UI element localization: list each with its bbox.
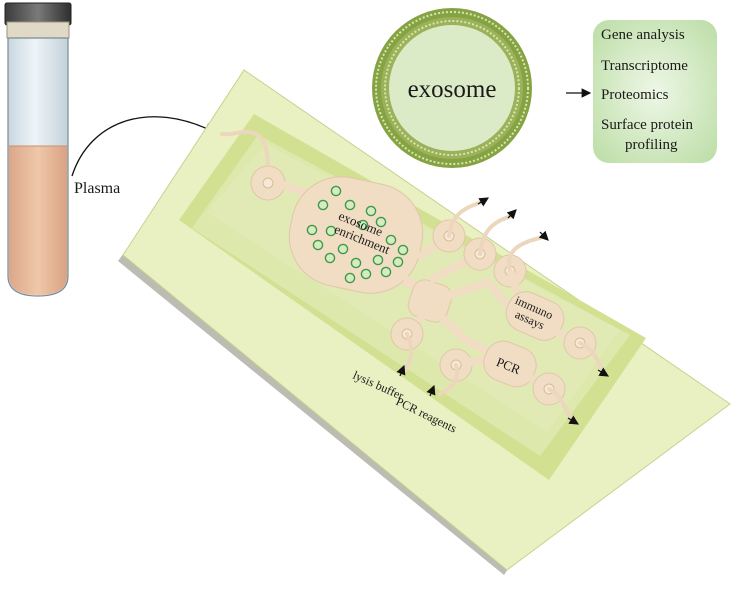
bead: [306, 224, 318, 236]
exosome-interior: [389, 25, 515, 151]
exosome-vesicle: exosome: [372, 8, 532, 168]
bead: [385, 234, 397, 246]
analysis-box-bg: [593, 20, 717, 163]
analysis-item: Proteomics: [601, 87, 669, 103]
bead: [397, 244, 409, 256]
bead: [325, 225, 337, 237]
analysis-item: profiling: [625, 137, 678, 153]
plasma-tube: [4, 2, 72, 297]
bead: [392, 256, 404, 268]
bead: [365, 205, 377, 217]
bead: [350, 257, 362, 269]
exosome-label: exosome: [408, 76, 497, 103]
analysis-box: Gene analysis Transcriptome Proteomics S…: [593, 20, 717, 163]
analysis-item: Gene analysis: [601, 27, 685, 43]
bead: [344, 272, 356, 284]
analysis-item: Transcriptome: [601, 58, 688, 74]
tube-cap-ring: [6, 21, 70, 39]
bead: [357, 219, 369, 231]
plasma-flow-arrow: [71, 116, 216, 177]
bead: [324, 252, 336, 264]
bead: [380, 266, 392, 278]
bead: [372, 254, 384, 266]
bead: [330, 185, 342, 197]
immuno-assay-chamber: [505, 291, 565, 341]
bead: [344, 199, 356, 211]
enrichment-beads: [306, 185, 409, 284]
plasma-label: Plasma: [74, 180, 120, 197]
bead: [360, 268, 372, 280]
bead: [317, 199, 329, 211]
bead: [312, 239, 324, 251]
analysis-item: Surface protein: [601, 117, 694, 133]
microfluidic-chip: exosome enrichment immuno assays PCR lys…: [118, 69, 731, 575]
chip-channels: [220, 129, 606, 422]
outlet-arrows: [396, 197, 610, 425]
pcr-chamber: [483, 340, 537, 388]
tube-plasma-liquid: [9, 146, 67, 295]
bead: [337, 243, 349, 255]
bead: [375, 216, 387, 228]
